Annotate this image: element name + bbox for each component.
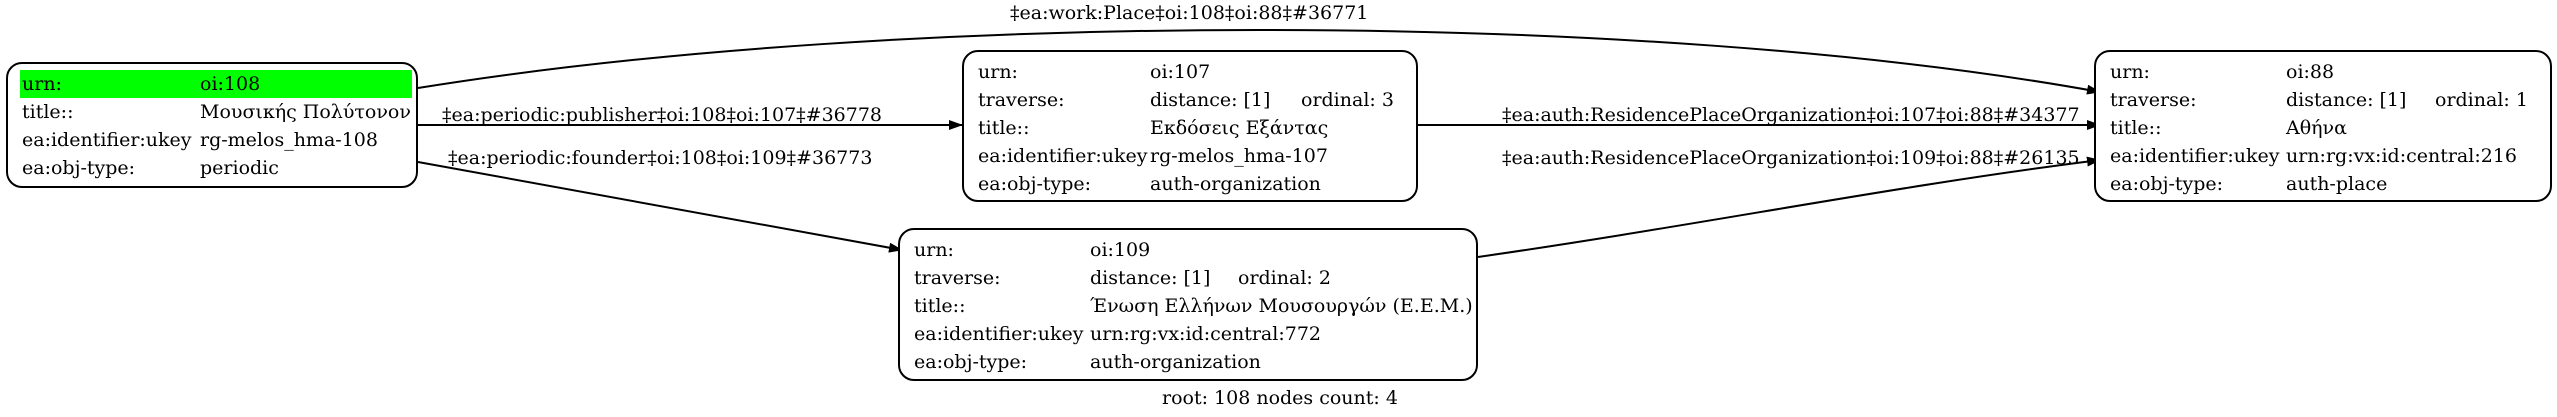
- edge-label-residence-109: ‡ea:auth:ResidencePlaceOrganization‡oi:1…: [1502, 147, 2080, 169]
- node-107-value-obj-type: auth-organization: [1150, 173, 1321, 195]
- node-88-value-ukey: urn:rg:vx:id:central:216: [2286, 145, 2518, 167]
- node-88-value-title: Αθήνα: [2286, 117, 2347, 139]
- node-109-key-traverse: traverse:: [914, 267, 1001, 289]
- node-108-key-urn: urn:: [20, 70, 198, 98]
- node-107-value-title: Εκδόσεις Εξάντας: [1150, 117, 1329, 139]
- node-oi-107[interactable]: urn: oi:107 traverse: distance: [1] ordi…: [962, 50, 1418, 202]
- node-108-key-ukey: ea:identifier:ukey: [22, 129, 192, 151]
- node-88-value-ordinal: ordinal: 1: [2435, 89, 2528, 111]
- node-107-value-ordinal: ordinal: 3: [1301, 89, 1394, 111]
- node-109-value-obj-type: auth-organization: [1090, 351, 1261, 373]
- node-108-value-ukey: rg-melos_hma-108: [200, 129, 378, 151]
- node-109-key-title: title::: [914, 295, 966, 317]
- node-oi-88[interactable]: urn: oi:88 traverse: distance: [1] ordin…: [2094, 50, 2552, 202]
- edge-label-work-place: ‡ea:work:Place‡oi:108‡oi:88‡#36771: [1010, 2, 1369, 24]
- node-107-value-ukey: rg-melos_hma-107: [1150, 145, 1328, 167]
- node-88-key-title: title::: [2110, 117, 2162, 139]
- node-107-key-obj-type: ea:obj-type:: [978, 173, 1092, 195]
- node-88-key-traverse: traverse:: [2110, 89, 2197, 111]
- node-109-value-ukey: urn:rg:vx:id:central:772: [1090, 323, 1322, 345]
- node-108-value-obj-type: periodic: [200, 157, 279, 179]
- node-109-value-distance: distance: [1]: [1090, 267, 1211, 289]
- node-oi-109[interactable]: urn: oi:109 traverse: distance: [1] ordi…: [898, 228, 1478, 381]
- graph-footer: root: 108 nodes count: 4: [1162, 387, 1398, 409]
- node-109-key-urn: urn:: [914, 239, 954, 261]
- node-108-key-title: title::: [22, 101, 74, 123]
- node-88-key-urn: urn:: [2110, 61, 2150, 83]
- node-107-value-urn: oi:107: [1150, 61, 1211, 83]
- node-109-key-ukey: ea:identifier:ukey: [914, 323, 1084, 345]
- node-108-value-title: Μουσικής Πολύτονον: [200, 101, 411, 123]
- node-107-key-title: title::: [978, 117, 1030, 139]
- edge-founder: [417, 161, 903, 253]
- node-107-key-urn: urn:: [978, 61, 1018, 83]
- edge-work-place: [417, 29, 2101, 95]
- node-107-value-distance: distance: [1]: [1150, 89, 1271, 111]
- edge-residence-109: [1477, 156, 2101, 258]
- node-108-key-obj-type: ea:obj-type:: [22, 157, 136, 179]
- node-88-value-distance: distance: [1]: [2286, 89, 2407, 111]
- node-108-value-urn: oi:108: [196, 70, 412, 98]
- node-107-key-ukey: ea:identifier:ukey: [978, 145, 1148, 167]
- node-88-key-obj-type: ea:obj-type:: [2110, 173, 2224, 195]
- edge-label-publisher: ‡ea:periodic:publisher‡oi:108‡oi:107‡#36…: [442, 104, 883, 126]
- node-107-key-traverse: traverse:: [978, 89, 1065, 111]
- node-oi-108[interactable]: urn: oi:108 title:: Μουσικής Πολύτονον e…: [6, 62, 418, 188]
- edge-label-founder: ‡ea:periodic:founder‡oi:108‡oi:109‡#3677…: [448, 147, 873, 169]
- edge-label-residence-107: ‡ea:auth:ResidencePlaceOrganization‡oi:1…: [1502, 104, 2080, 126]
- node-109-value-ordinal: ordinal: 2: [1238, 267, 1331, 289]
- node-88-value-obj-type: auth-place: [2286, 173, 2388, 195]
- node-88-value-urn: oi:88: [2286, 61, 2335, 83]
- node-109-key-obj-type: ea:obj-type:: [914, 351, 1028, 373]
- node-109-value-title: Ένωση Ελλήνων Μουσουργών (Ε.Ε.Μ.): [1090, 295, 1473, 317]
- node-88-key-ukey: ea:identifier:ukey: [2110, 145, 2280, 167]
- node-109-value-urn: oi:109: [1090, 239, 1151, 261]
